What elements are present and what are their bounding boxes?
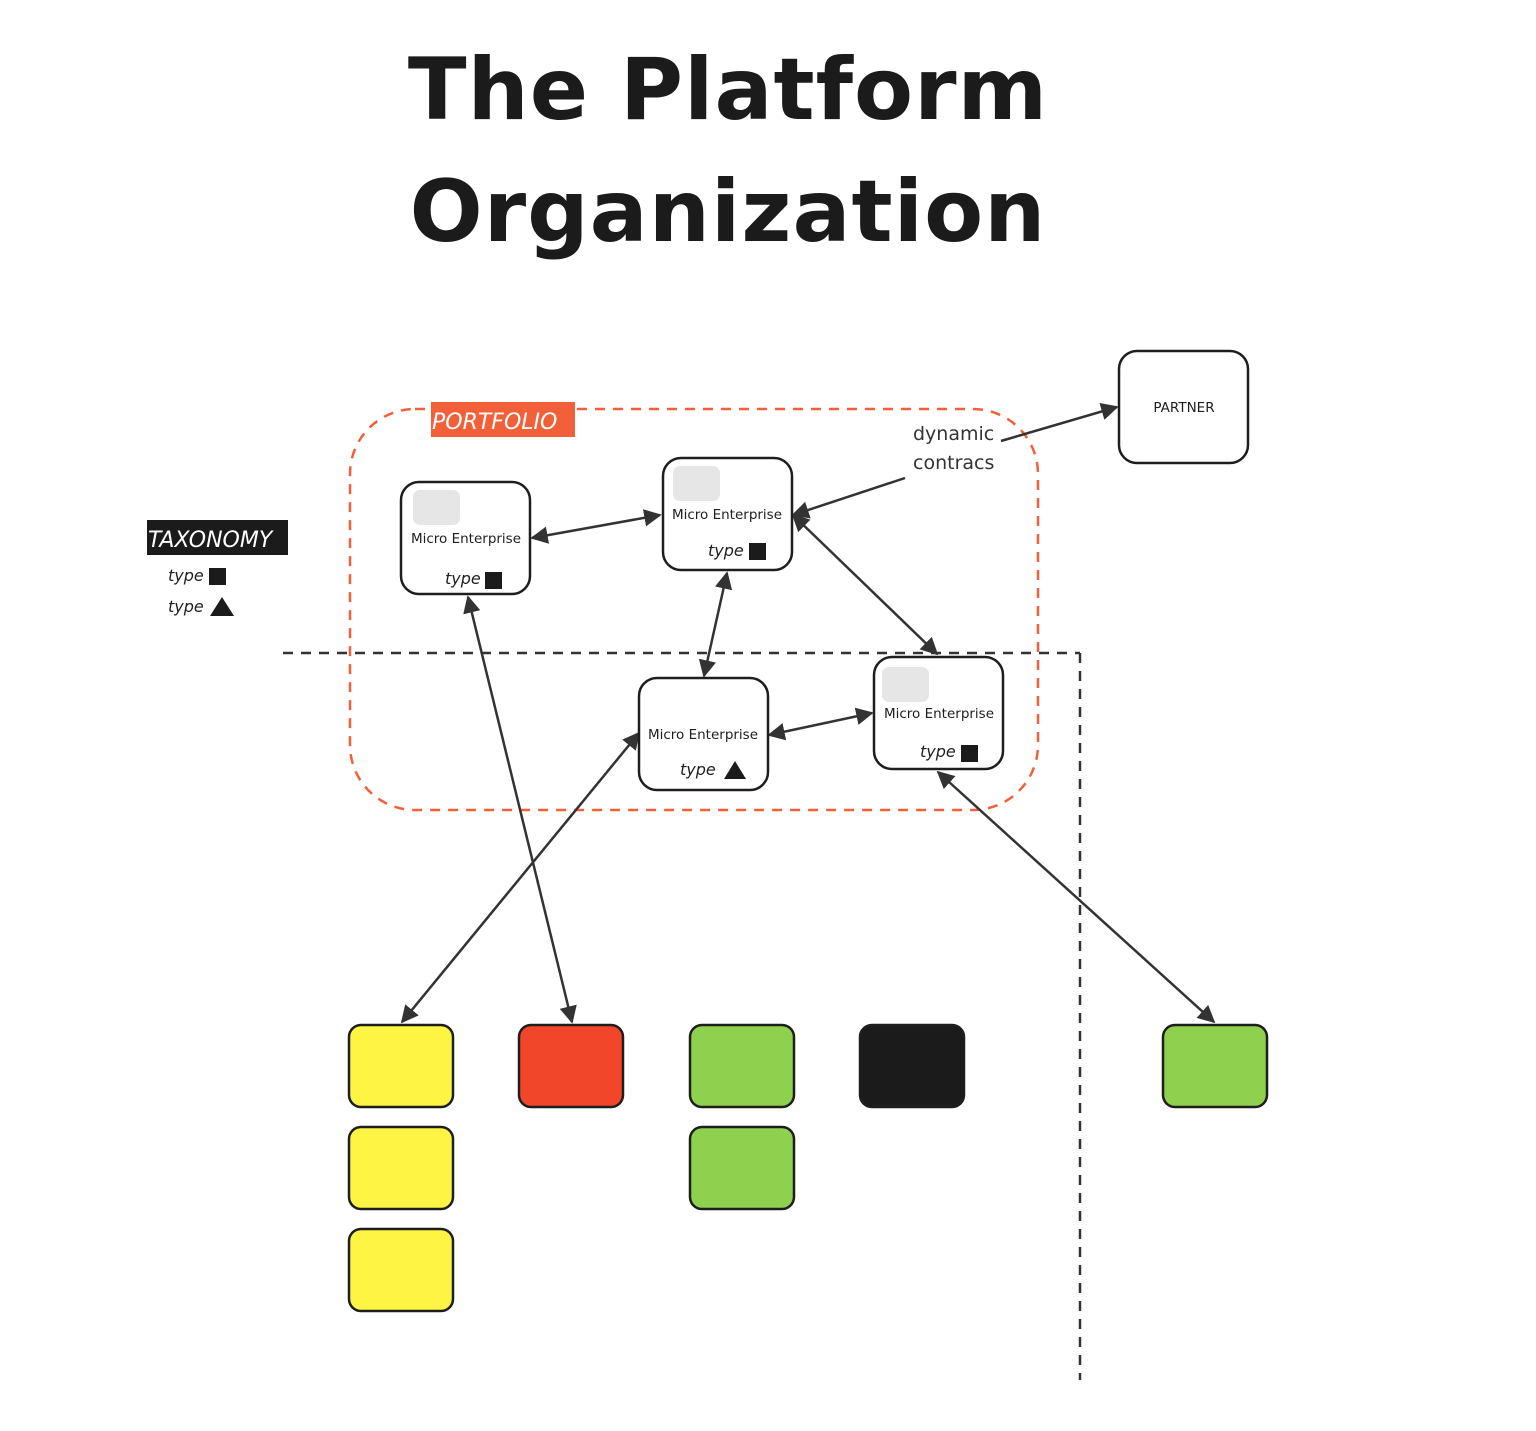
connectors	[400, 403, 1216, 1024]
placeholder-image-icon	[882, 667, 929, 702]
green-block-2[interactable]	[688, 1125, 796, 1211]
micro-enterprise-label: Micro Enterprise	[672, 507, 782, 523]
placeholder-image-icon	[673, 466, 720, 501]
square-icon	[961, 745, 978, 762]
micro-enterprise-type: type	[708, 541, 744, 560]
micro-enterprise-label: Micro Enterprise	[884, 706, 994, 722]
micro-enterprise-4[interactable]: Micro Enterprise type	[872, 655, 1005, 771]
connector-note-partner	[1000, 403, 1119, 443]
page-title-line-1: The Platform	[407, 40, 1049, 140]
taxonomy-label: TAXONOMY	[148, 528, 274, 553]
square-icon	[749, 543, 766, 560]
square-icon	[209, 568, 226, 585]
green-block-partner[interactable]	[1161, 1023, 1269, 1109]
color-blocks	[347, 1023, 1269, 1313]
partner-label: PARTNER	[1153, 400, 1214, 416]
square-icon	[485, 572, 502, 589]
micro-enterprise-2[interactable]: Micro Enterprise type	[661, 456, 794, 572]
micro-enterprise-type: type	[920, 742, 956, 761]
micro-enterprise-type: type	[445, 569, 481, 588]
micro-enterprise-type: type	[680, 760, 716, 779]
connector-me3-me4	[767, 707, 874, 741]
micro-enterprise-box[interactable]	[637, 676, 770, 792]
connector-me3-yellow	[400, 731, 641, 1024]
taxonomy-legend: TAXONOMY type type	[147, 520, 288, 616]
micro-enterprise-3[interactable]: Micro Enterprise type	[637, 676, 770, 792]
portfolio-tag	[431, 402, 575, 437]
yellow-block-1[interactable]	[347, 1023, 455, 1109]
placeholder-image-icon	[413, 490, 460, 525]
connector-me2-me4	[791, 513, 939, 656]
taxonomy-tag	[147, 520, 288, 555]
green-block-1[interactable]	[688, 1023, 796, 1109]
black-block[interactable]	[858, 1023, 966, 1109]
red-block[interactable]	[517, 1023, 625, 1109]
triangle-icon	[724, 761, 746, 779]
taxonomy-item-triangle-label: type	[168, 597, 204, 616]
micro-enterprise-label: Micro Enterprise	[411, 531, 521, 547]
partner-box[interactable]	[1117, 349, 1250, 465]
connector-me1-me2	[530, 509, 662, 544]
taxonomy-item-square-label: type	[168, 566, 204, 585]
yellow-block-2[interactable]	[347, 1125, 455, 1211]
connector-note-me2	[791, 476, 906, 519]
micro-enterprise-label: Micro Enterprise	[648, 727, 758, 743]
connector-me2-me3	[698, 571, 733, 678]
portfolio-boundary	[348, 407, 1040, 812]
note-line-2: contracs	[913, 452, 994, 474]
connector-me4-green	[936, 770, 1216, 1024]
micro-enterprise-1[interactable]: Micro Enterprise type	[399, 480, 532, 596]
page-title-line-2: Organization	[409, 162, 1047, 262]
portfolio-label: PORTFOLIO	[432, 410, 557, 435]
yellow-block-3[interactable]	[347, 1227, 455, 1313]
note-line-1: dynamic	[913, 423, 994, 445]
triangle-icon	[210, 597, 234, 616]
